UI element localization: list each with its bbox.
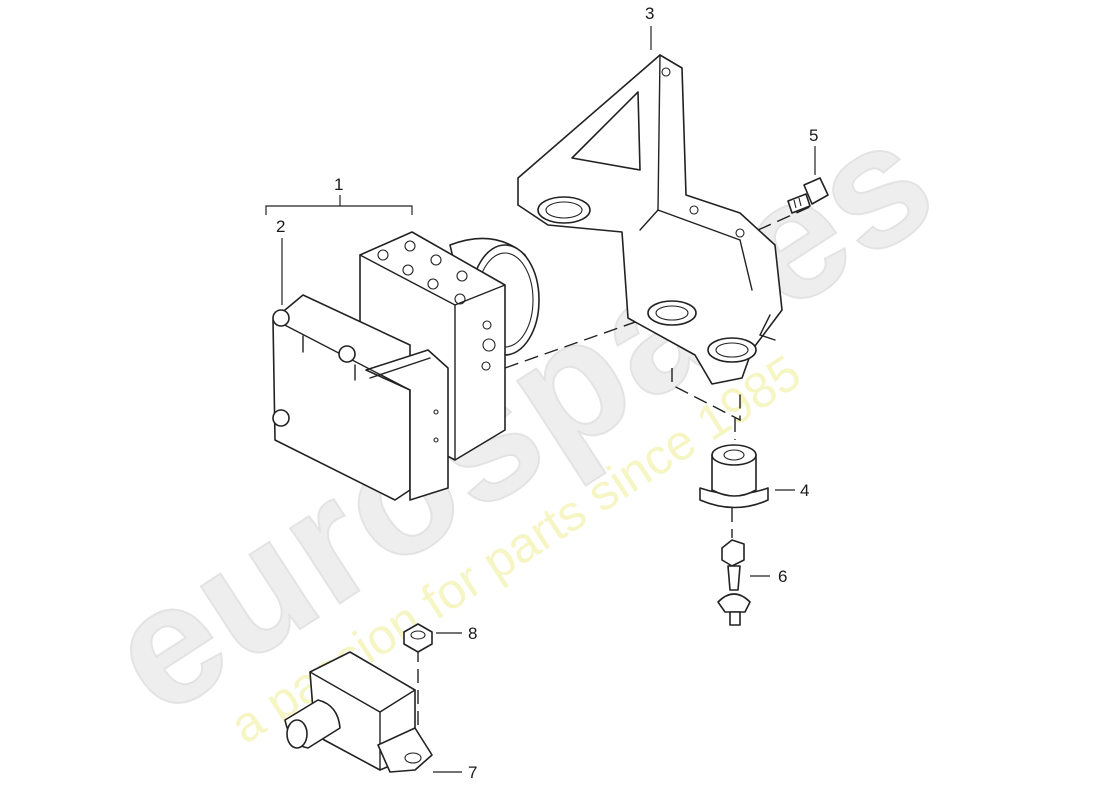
callout-7: 7 (468, 763, 477, 782)
callout-4: 4 (800, 481, 809, 500)
callout-6: 6 (778, 567, 787, 586)
sensor-part-7 (284, 651, 433, 773)
callout-2: 2 (276, 217, 285, 236)
nut-part-8 (403, 623, 433, 653)
callouts: 1 2 3 4 5 6 7 8 (276, 4, 818, 782)
callout-5: 5 (809, 126, 818, 145)
rubber-mount-part-4 (699, 444, 769, 509)
bolt-part-5 (787, 177, 829, 214)
stud-bolt-part-6 (717, 539, 751, 626)
leader-lines (281, 26, 816, 773)
callout-3: 3 (645, 4, 654, 23)
hydraulic-unit-part-1 (272, 231, 540, 501)
bracket-part-3 (517, 54, 783, 385)
callout-1: 1 (334, 175, 343, 194)
callout-8: 8 (468, 624, 477, 643)
